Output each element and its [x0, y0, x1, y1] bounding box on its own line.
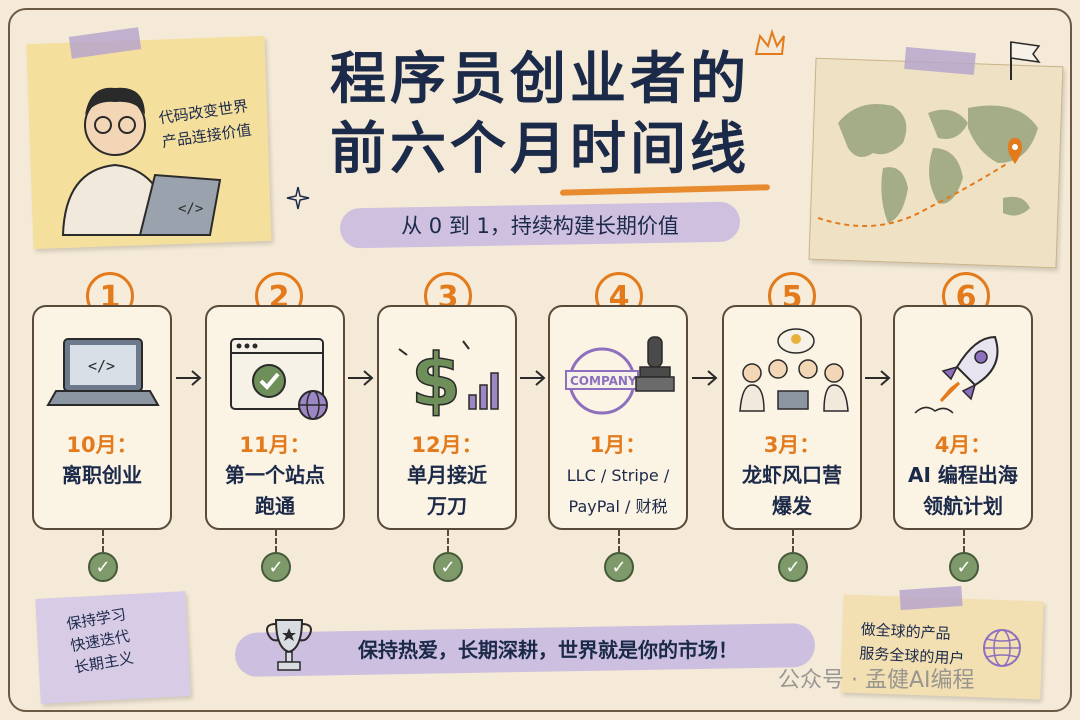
arrow-right-icon: [692, 370, 718, 386]
arrow-right-icon: [348, 370, 374, 386]
motto-text: 保持热爱，长期深耕，世界就是你的市场！: [358, 638, 738, 662]
arrow-right-icon: [520, 370, 546, 386]
step-card-5: 3月： 龙虾风口营 爆发: [722, 305, 862, 530]
step-line: PayPal / 财税: [568, 497, 668, 516]
sparkle-icon: [286, 186, 310, 210]
dashed-connector: [963, 530, 967, 552]
svg-text:</>: </>: [178, 201, 203, 217]
step-line: 万刀: [427, 494, 467, 518]
world-map-icon: [818, 104, 1038, 227]
check-icon: ✓: [88, 552, 118, 582]
step-month: 3月：: [763, 433, 821, 457]
step-line: 单月接近: [407, 463, 487, 487]
svg-text:</>: </>: [88, 357, 115, 375]
step-card-3: $ 12月： 单月接近 万刀: [377, 305, 517, 530]
team-idea-icon: [739, 328, 849, 412]
dashed-connector: [792, 530, 796, 552]
title-line-2: 前六个月时间线: [330, 117, 750, 182]
step-month: 10月：: [66, 433, 138, 457]
subtitle: 从 0 到 1，持续构建长期价值: [401, 214, 679, 238]
step-line: 离职创业: [62, 463, 142, 487]
step-line: LLC / Stripe /: [566, 466, 670, 485]
page-frame: [8, 8, 1072, 712]
dashed-connector: [618, 530, 622, 552]
step-month: 11月：: [239, 433, 311, 457]
step-line: 爆发: [772, 494, 812, 518]
step-month: 1月：: [589, 433, 647, 457]
check-icon: ✓: [949, 552, 979, 582]
bottom-left-note-text: 保持学习 快速迭代 长期主义: [65, 603, 136, 678]
crown-icon: [754, 28, 785, 55]
step-line: 领航计划: [923, 494, 1003, 518]
step-description: LLC / Stripe / PayPal / 财税: [550, 460, 686, 522]
developer-with-laptop-icon: </>: [61, 87, 222, 236]
globe-icon: [983, 629, 1021, 667]
title-line-1: 程序员创业者的: [330, 47, 750, 112]
step-description: 离职创业: [34, 460, 170, 491]
trophy-icon: [266, 619, 312, 671]
step-card-1: </> 10月： 离职创业: [32, 305, 172, 530]
step-month: 12月：: [411, 433, 483, 457]
step-description: AI 编程出海 领航计划: [895, 460, 1031, 522]
laptop-code-icon: </>: [46, 338, 160, 406]
step-card-2: 11月： 第一个站点 跑通: [205, 305, 345, 530]
company-stamp-icon: COMPANY: [565, 336, 675, 415]
step-description: 单月接近 万刀: [379, 460, 515, 522]
check-icon: ✓: [604, 552, 634, 582]
arrow-right-icon: [865, 370, 891, 386]
step-card-4: COMPANY 1月： LLC / Stripe / PayPal / 财税: [548, 305, 688, 530]
stamp-text: COMPANY: [570, 374, 637, 388]
dashed-connector: [102, 530, 106, 552]
step-line: 第一个站点: [225, 463, 325, 487]
step-line: 龙虾风口营: [742, 463, 842, 487]
step-card-6: 4月： AI 编程出海 领航计划: [893, 305, 1033, 530]
step-description: 第一个站点 跑通: [207, 460, 343, 522]
step-description: 龙虾风口营 爆发: [724, 460, 860, 522]
flag-icon: [1010, 41, 1041, 80]
check-icon: ✓: [778, 552, 808, 582]
watermark: 公众号 · 孟健AI编程: [778, 668, 975, 693]
step-line: 跑通: [255, 494, 295, 518]
check-icon: ✓: [261, 552, 291, 582]
dashed-connector: [447, 530, 451, 552]
website-check-icon: [230, 338, 328, 420]
check-icon: ✓: [433, 552, 463, 582]
svg-text:$: $: [411, 338, 461, 422]
dashed-connector: [275, 530, 279, 552]
rocket-icon: [914, 335, 999, 414]
dollar-chart-icon: $: [398, 337, 499, 422]
step-month: 4月：: [934, 433, 992, 457]
step-line: AI 编程出海: [908, 463, 1018, 487]
arrow-right-icon: [176, 370, 202, 386]
